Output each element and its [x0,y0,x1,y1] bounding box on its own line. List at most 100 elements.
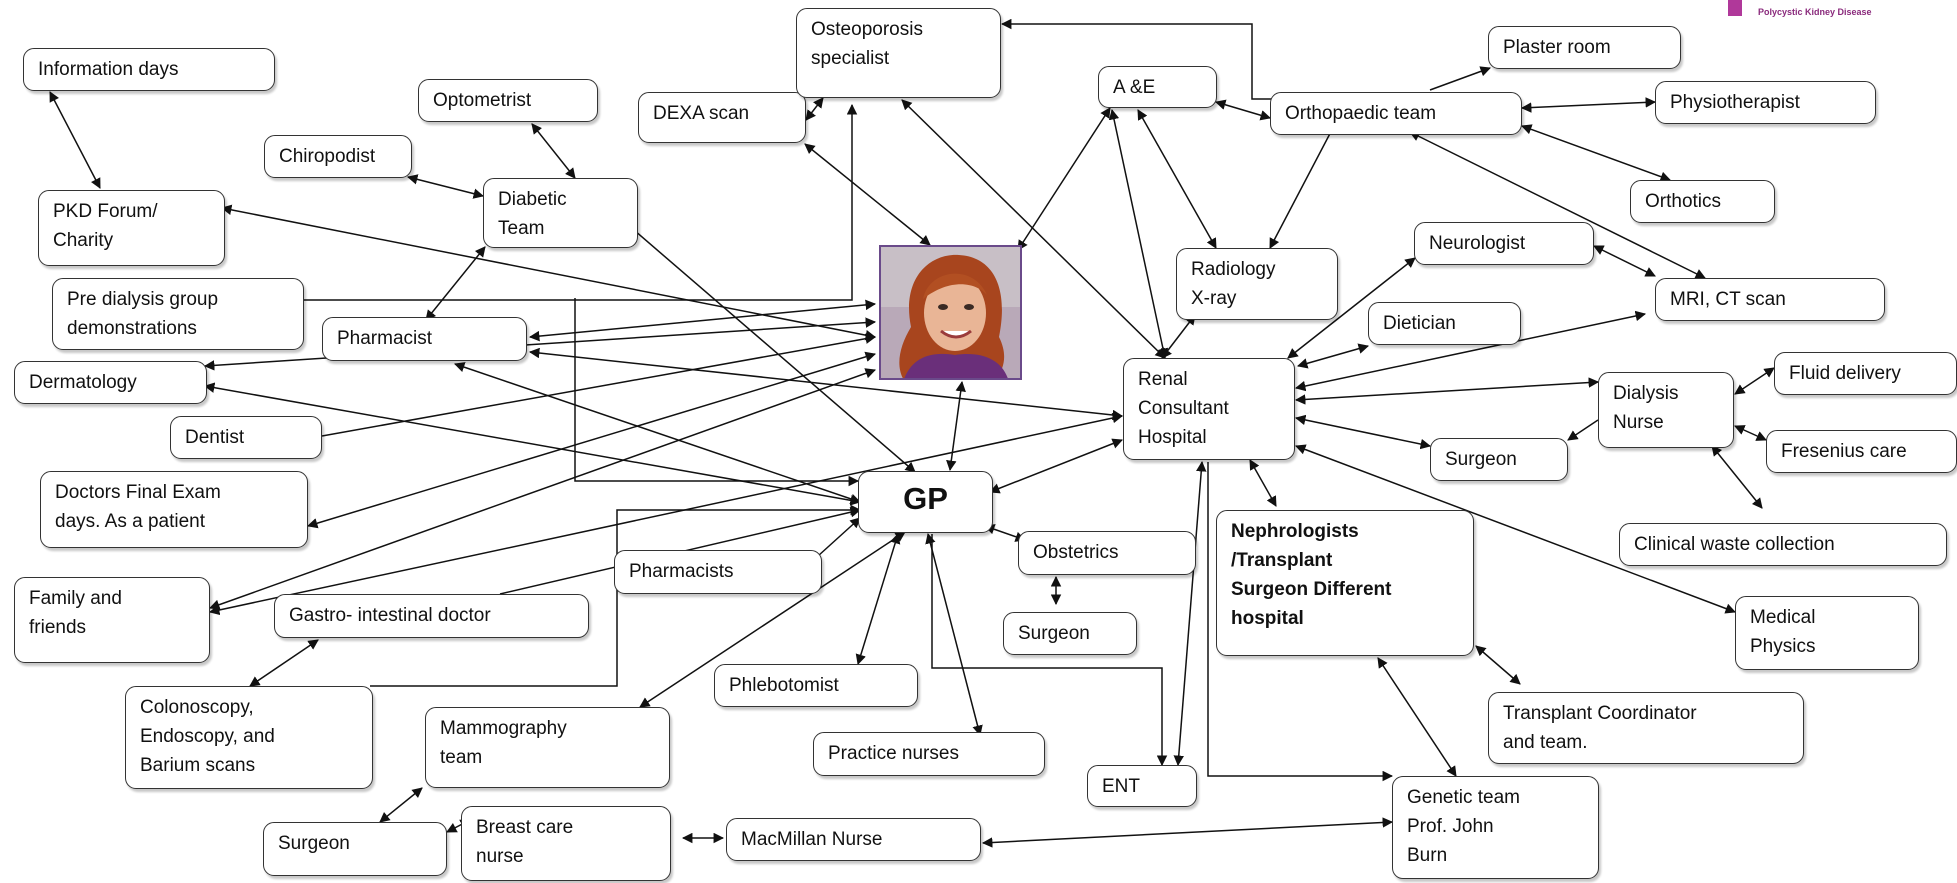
logo-text: Polycystic Kidney Disease [1758,7,1872,17]
node-label: Pharmacists [629,561,734,582]
node-label: Genetic team Prof. John Burn [1407,787,1520,866]
node-neurologist: Neurologist [1414,222,1594,265]
node-medical-physics: Medical Physics [1735,596,1919,670]
node-fresenius-care: Fresenius care [1766,430,1957,473]
node-osteoporosis: Osteoporosis specialist [796,8,1001,98]
edge-renal-genetic [1207,462,1394,782]
node-information-days: Information days [23,48,275,91]
node-ent: ENT [1087,765,1197,807]
node-dexa-scan: DEXA scan [638,92,806,143]
node-label: Pre dialysis group demonstrations [67,289,219,339]
edge-infodays-pkd [49,91,101,189]
node-mri-ct-scan: MRI, CT scan [1655,278,1885,321]
node-mammography: Mammography team [425,707,670,788]
connectors [49,18,1775,848]
edge-dexa-photo [804,143,931,246]
edge-renal-nephro [1249,459,1277,507]
node-label: Information days [38,59,179,80]
edge-optometrist-diabetic [531,123,576,179]
edge-diabetic-gp [619,217,916,473]
edge-ortho-osteo [1000,18,1272,100]
node-colonoscopy: Colonoscopy, Endoscopy, and Barium scans [125,686,373,789]
node-dietician: Dietician [1368,302,1521,345]
edge-radiology-renal [1161,314,1196,359]
edge-photo-dermatology [203,317,877,371]
edge-ae-renal [1108,108,1169,360]
node-orthopaedic-team: Orthopaedic team [1270,92,1522,135]
edge-gp-phlebotomist [855,532,901,666]
node-label: MRI, CT scan [1670,289,1786,310]
edge-renal-medphysics [1295,444,1736,614]
node-breast-care-nurse: Breast care nurse [461,806,671,881]
node-dialysis-nurse: Dialysis Nurse [1598,372,1734,448]
node-chiropodist: Chiropodist [264,135,412,178]
node-label: Breast care nurse [476,817,574,867]
node-dentist: Dentist [170,416,322,459]
node-label: Surgeon [1018,623,1090,644]
edge-gp-renal [989,438,1123,494]
edge-ortho-physio [1520,97,1657,113]
node-ae: A &E [1098,66,1217,108]
node-transplant-coordinator: Transplant Coordinator and team. [1488,692,1804,764]
edge-nephro-genetic [1377,657,1457,777]
node-label: Renal Consultant Hospital [1138,369,1229,448]
node-label: Transplant Coordinator and team. [1503,703,1697,753]
portrait-image [881,247,1020,378]
edge-surgeon-renal [1294,414,1432,450]
edge-dialysis-surgeon [1567,419,1599,441]
node-diabetic-team: Diabetic Team [483,178,638,248]
node-surgeon-breast: Surgeon [263,822,447,876]
node-pre-dialysis: Pre dialysis group demonstrations [52,278,304,350]
node-label: Surgeon [1445,449,1517,470]
node-label: MacMillan Nurse [741,829,883,850]
edge-macmillan-genetic [981,817,1394,848]
node-family-friends: Family and friends [14,577,210,663]
node-label: Nephrologists /Transplant Surgeon Differ… [1231,521,1392,629]
edge-gp-practicenurses [925,532,983,737]
edge-dexa-osteo [805,97,824,121]
gp-label: GP [903,481,948,516]
edge-dialysis-waste [1711,445,1763,509]
node-label: Dialysis Nurse [1613,383,1679,433]
node-label: Doctors Final Exam days. As a patient [55,482,221,532]
edge-ortho-radiology [1269,123,1336,249]
node-label: DEXA scan [653,103,750,124]
node-label: Fluid delivery [1789,363,1901,384]
edge-pharmacist-renal [528,347,1124,421]
node-label: Dentist [185,427,245,448]
edge-neuro-mri [1593,245,1656,277]
edge-gastro-colonoscopy [249,639,319,687]
node-radiology: Radiology X-ray [1176,248,1338,320]
node-label: Family and friends [29,588,122,638]
edge-ae-photo [1017,107,1111,251]
node-doctors-exam: Doctors Final Exam days. As a patient [40,471,308,548]
node-physiotherapist: Physiotherapist [1655,81,1876,124]
node-label: Surgeon [278,833,350,854]
node-label: Phlebotomist [729,675,839,696]
node-surgeon-obstetrics: Surgeon [1003,612,1137,655]
edge-nephro-transplant [1475,645,1521,685]
node-pkd-forum: PKD Forum/ Charity [38,190,225,266]
node-label: Orthopaedic team [1285,103,1437,124]
edge-renal-ent [1173,460,1207,767]
node-clinical-waste: Clinical waste collection [1619,523,1947,566]
edge-dialysis-fluid [1734,367,1775,395]
node-label: Physiotherapist [1670,92,1800,113]
node-renal-consultant: Renal Consultant Hospital [1123,358,1295,460]
node-label: Gastro- intestinal doctor [289,605,491,626]
node-label: Clinical waste collection [1634,534,1835,555]
node-genetic-team: Genetic team Prof. John Burn [1392,776,1599,879]
edge-mri-renal [1294,310,1647,392]
node-label: Dermatology [29,372,137,393]
node-label: Obstetrics [1033,542,1119,563]
edge-family-renal [208,412,1124,616]
edge-dietician-renal [1296,343,1370,369]
logo-mark [1728,0,1742,16]
node-pharmacist: Pharmacist [322,317,527,361]
patient-photo [879,245,1022,380]
node-label: Practice nurses [828,743,959,764]
edge-gp-ent [931,534,1168,767]
edge-dialysis-renal [1294,377,1600,405]
node-fluid-delivery: Fluid delivery [1774,352,1957,395]
